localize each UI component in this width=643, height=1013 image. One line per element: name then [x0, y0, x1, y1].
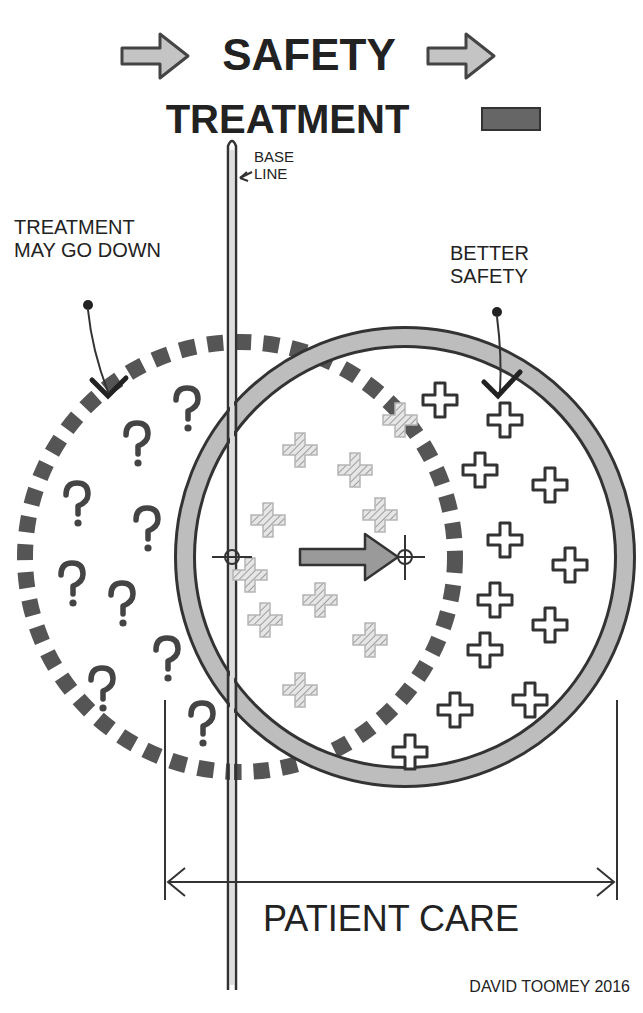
dimension-label: PATIENT CARE [165, 898, 617, 939]
legend-text: SAFETY [195, 30, 423, 81]
callout-label: BETTER SAFETY [450, 242, 585, 288]
baseline-label: BASE LINE [254, 148, 316, 183]
signature: DAVID TOOMEY 2016 [390, 978, 630, 996]
callout-label: TREATMENT MAY GO DOWN [14, 216, 164, 262]
legend-text: TREATMENT [100, 96, 475, 142]
